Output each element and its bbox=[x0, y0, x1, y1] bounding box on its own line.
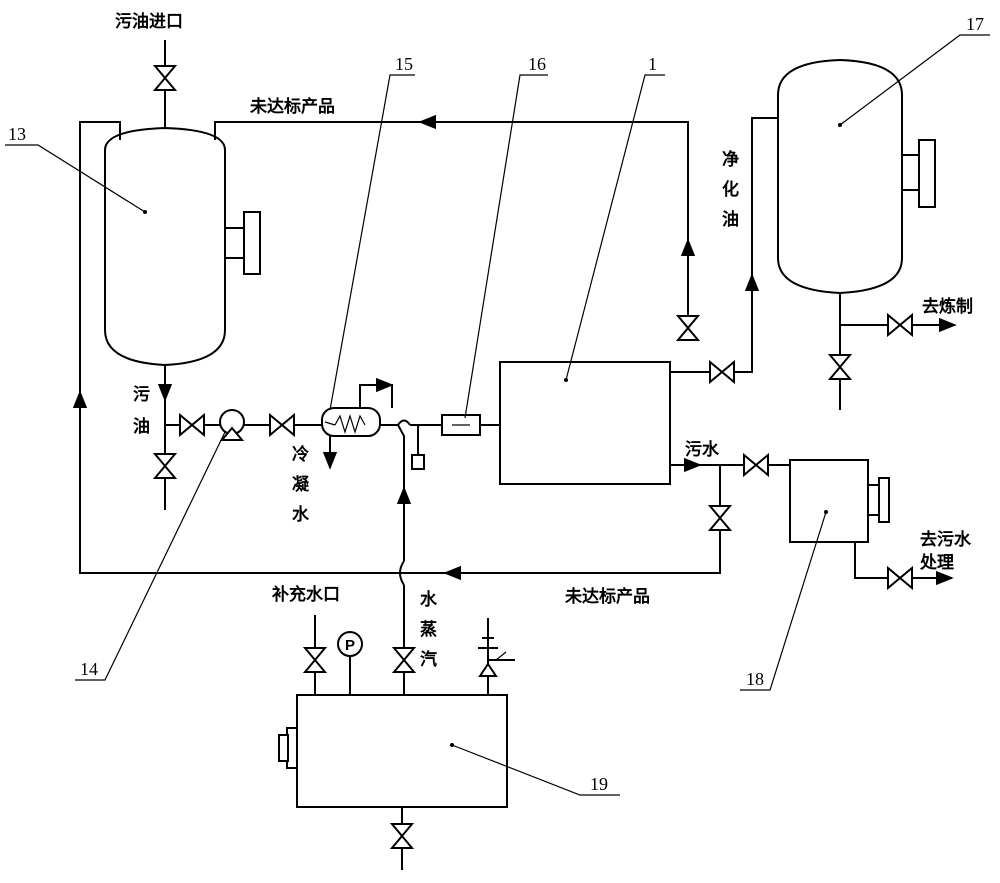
label-dirty-oil-2: 油 bbox=[133, 416, 150, 437]
boiler-drain-valve[interactable] bbox=[389, 823, 415, 849]
makeup-water-valve[interactable] bbox=[302, 647, 328, 673]
label-dirty-oil-1: 污 bbox=[133, 384, 150, 405]
pressure-gauge: P bbox=[337, 631, 363, 657]
label-condensate-2: 凝 bbox=[292, 475, 310, 495]
callout-18: 18 bbox=[746, 669, 764, 689]
steam-valve[interactable] bbox=[391, 647, 417, 673]
purified-oil-line bbox=[670, 117, 778, 385]
valve-after-pump[interactable] bbox=[269, 412, 295, 438]
valve-before-pump[interactable] bbox=[179, 412, 205, 438]
label-steam-3: 汽 bbox=[420, 649, 437, 670]
pressure-gauge-label: P bbox=[345, 637, 355, 654]
dirty-oil-line bbox=[152, 365, 322, 510]
inlet-line bbox=[152, 40, 178, 128]
label-condensate-1: 冷 bbox=[292, 444, 309, 465]
safety-valve[interactable] bbox=[478, 618, 515, 695]
label-purified-oil-1: 净 bbox=[722, 149, 739, 170]
hx-to-filter-line bbox=[380, 414, 500, 470]
tank-17 bbox=[777, 58, 957, 410]
refining-valve[interactable] bbox=[887, 312, 913, 338]
tank-13 bbox=[104, 126, 261, 367]
callout-15: 15 bbox=[395, 54, 413, 74]
purified-oil-valve[interactable] bbox=[709, 359, 735, 385]
tank-18 bbox=[789, 459, 954, 591]
labels: 污油进口 未达标产品 净 化 油 去炼制 污 油 冷 凝 水 污水 去污水 处理… bbox=[115, 11, 973, 670]
waste-water-line bbox=[670, 452, 790, 540]
top-return-line bbox=[214, 114, 701, 341]
callout-13: 13 bbox=[8, 124, 26, 144]
left-return-line bbox=[72, 121, 721, 581]
label-steam-1: 水 bbox=[420, 589, 438, 610]
wastewater-valve-18[interactable] bbox=[887, 565, 913, 591]
filter-16 bbox=[441, 414, 481, 436]
drain-valve-17[interactable] bbox=[827, 354, 853, 380]
callout-leaders bbox=[5, 34, 990, 796]
label-to-refining: 去炼制 bbox=[922, 296, 973, 317]
label-dirty-oil-inlet: 污油进口 bbox=[115, 11, 183, 32]
label-purified-oil-3: 油 bbox=[722, 209, 739, 230]
label-purified-oil-2: 化 bbox=[722, 179, 739, 200]
boiler-19: P bbox=[278, 615, 515, 870]
callout-17: 17 bbox=[966, 14, 984, 34]
return-valve-top[interactable] bbox=[675, 315, 701, 341]
callout-numbers: 13 15 16 1 17 14 18 19 bbox=[8, 14, 984, 794]
callout-16: 16 bbox=[528, 54, 546, 74]
label-makeup-water: 补充水口 bbox=[271, 584, 340, 605]
label-substandard-top: 未达标产品 bbox=[249, 96, 335, 117]
pump-14[interactable] bbox=[219, 409, 245, 441]
label-steam-2: 蒸 bbox=[420, 620, 437, 640]
callout-1: 1 bbox=[648, 54, 657, 74]
drain-valve-13[interactable] bbox=[152, 453, 178, 479]
steam-line bbox=[391, 424, 417, 695]
label-condensate-3: 水 bbox=[292, 504, 310, 525]
waste-water-valve[interactable] bbox=[743, 452, 769, 478]
label-to-wastewater-1: 去污水 bbox=[920, 529, 972, 550]
label-substandard-bottom: 未达标产品 bbox=[564, 586, 650, 607]
heat-exchanger-15 bbox=[321, 377, 394, 470]
inlet-valve[interactable] bbox=[152, 65, 178, 91]
recycle-valve[interactable] bbox=[707, 505, 733, 531]
label-waste-water: 污水 bbox=[685, 439, 720, 460]
label-to-wastewater-2: 处理 bbox=[919, 552, 954, 573]
callout-14: 14 bbox=[80, 659, 98, 679]
callout-19: 19 bbox=[590, 774, 608, 794]
separator-1 bbox=[499, 361, 671, 485]
